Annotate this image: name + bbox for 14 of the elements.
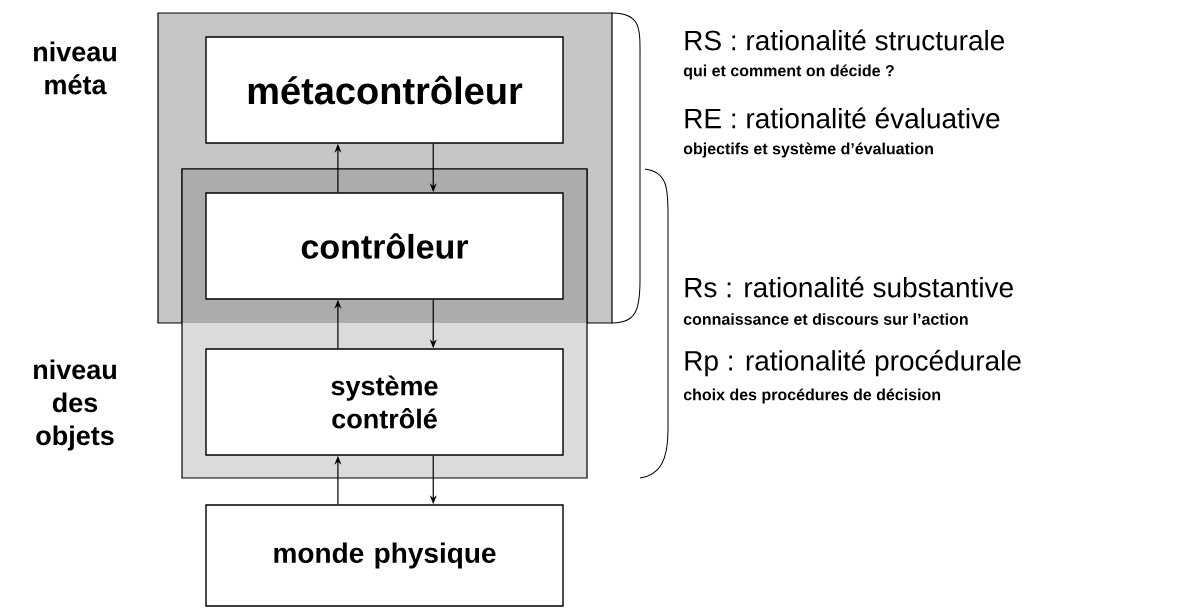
note-text: objectifs et système d’évaluation bbox=[683, 142, 933, 158]
process-box: contrôleur bbox=[205, 192, 564, 300]
heading-text: RE : rationalité évaluative bbox=[685, 107, 1000, 129]
process-box: métacontrôleur bbox=[205, 36, 564, 144]
level-label: niveau méta bbox=[34, 41, 116, 95]
process-box: monde physique bbox=[205, 504, 564, 607]
note-text: qui et comment on décide ? bbox=[683, 64, 894, 80]
heading-text: Rs : rationalité substantive bbox=[685, 276, 1013, 298]
note-text: choix des procédures de décision bbox=[683, 388, 941, 404]
process-box: système contrôlé bbox=[205, 348, 564, 456]
heading-text: Rp : rationalité procédurale bbox=[685, 349, 1021, 377]
heading-text: RS : rationalité structurale bbox=[685, 29, 1005, 51]
level-label: niveau des objets bbox=[34, 359, 116, 451]
note-text: connaissance et discours sur l’action bbox=[683, 313, 968, 325]
